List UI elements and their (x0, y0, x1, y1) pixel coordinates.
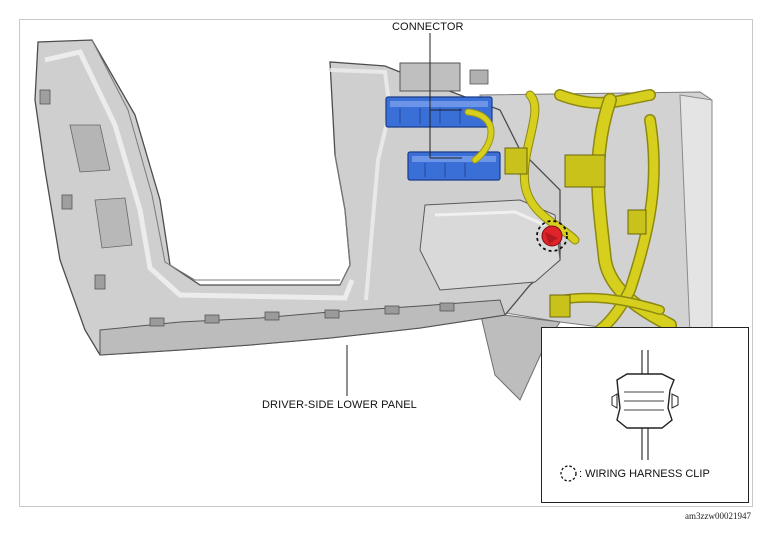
legend-row: : WIRING HARNESS CLIP (560, 465, 710, 482)
connector-lower (407, 151, 501, 181)
figure-id: am3zzw00021947 (685, 511, 751, 521)
harness-clip-marker (536, 220, 568, 252)
legend-clip-text: : WIRING HARNESS CLIP (579, 467, 710, 480)
legend-box: : WIRING HARNESS CLIP (541, 327, 749, 503)
figure-frame (19, 19, 753, 507)
wiring-harness-clip-icon (611, 350, 679, 460)
harness-connector-blocks (504, 147, 647, 318)
connector-leader-lines (429, 33, 462, 159)
lower-panel-label: DRIVER-SIDE LOWER PANEL (262, 399, 417, 411)
dashed-circle-icon (560, 465, 577, 482)
driver-side-lower-panel (34, 39, 561, 396)
connector-label: CONNECTOR (392, 21, 464, 33)
connector-upper (385, 96, 493, 128)
wiring-harness (464, 89, 677, 336)
